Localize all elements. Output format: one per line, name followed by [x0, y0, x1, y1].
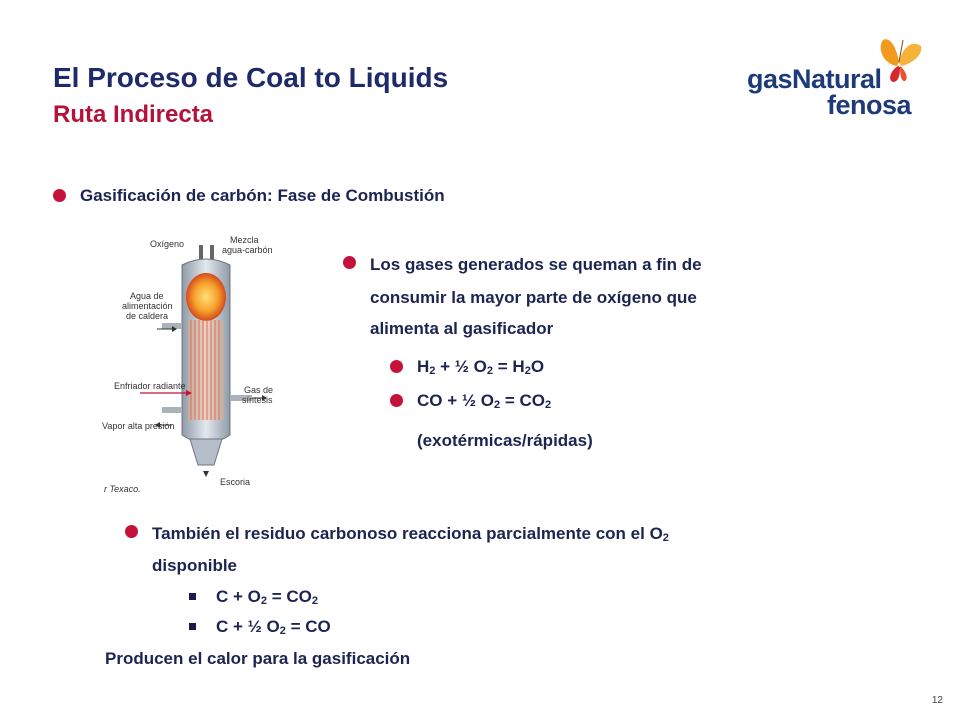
label-mezcla-2: agua-carbón — [222, 245, 273, 255]
diagram-credit: r Texaco. — [104, 484, 141, 494]
sub2-bullet-icon — [189, 623, 196, 630]
right-bullet-line3: alimenta al gasificador — [370, 319, 554, 338]
reaction-h2: H2 + ½ O2 = H2O — [417, 357, 545, 377]
right-bullet-line2: consumir la mayor parte de oxígeno que — [370, 288, 697, 307]
label-agua-2: alimentación — [122, 301, 173, 311]
right-bullet-icon — [343, 256, 356, 269]
lower-bullet-icon — [125, 525, 138, 538]
label-mezcla-1: Mezcla — [230, 235, 259, 245]
sub1-bullet-icon — [189, 593, 196, 600]
reaction2-bullet-icon — [390, 394, 403, 407]
gasifier-vessel-illustration — [140, 245, 267, 477]
label-vapor: Vapor alta presión — [102, 421, 175, 431]
sub2-reaction: C + ½ O2 = CO — [216, 617, 331, 637]
page-title: El Proceso de Coal to Liquids — [53, 62, 449, 93]
heading-bullet-text: Gasificación de carbón: Fase de Combusti… — [80, 186, 445, 205]
label-enfriador: Enfriador radiante — [114, 381, 186, 391]
label-agua-1: Agua de — [130, 291, 164, 301]
right-bullet-line1: Los gases generados se queman a fin de — [370, 255, 702, 274]
lower-bullet-line1: También el residuo carbonoso reacciona p… — [152, 524, 669, 544]
reaction1-bullet-icon — [390, 360, 403, 373]
conclusion-text: Producen el calor para la gasificación — [105, 649, 411, 668]
label-gas-1: Gas de — [244, 385, 274, 395]
label-gas-2: síntesis — [242, 395, 273, 405]
label-escoria: Escoria — [220, 477, 251, 487]
label-oxigeno: Oxígeno — [150, 239, 185, 249]
reaction-co: CO + ½ O2 = CO2 — [417, 391, 552, 411]
gasifier-diagram: Oxígeno Mezcla agua-carbón Agua de alime… — [102, 225, 312, 497]
page-subtitle: Ruta Indirecta — [53, 101, 214, 128]
lower-bullet-line2: disponible — [152, 556, 237, 575]
page-number: 12 — [931, 695, 943, 706]
logo-text-line2: fenosa — [827, 90, 912, 120]
heading-bullet-icon — [53, 189, 66, 202]
gas-natural-fenosa-logo: gasNatural fenosa — [745, 36, 935, 120]
sub1-reaction: C + O2 = CO2 — [216, 587, 318, 607]
butterfly-icon — [880, 39, 922, 82]
label-agua-3: de caldera — [126, 311, 169, 321]
reaction-note: (exotérmicas/rápidas) — [417, 431, 593, 450]
logo-text-line1: gasNatural — [747, 64, 882, 94]
